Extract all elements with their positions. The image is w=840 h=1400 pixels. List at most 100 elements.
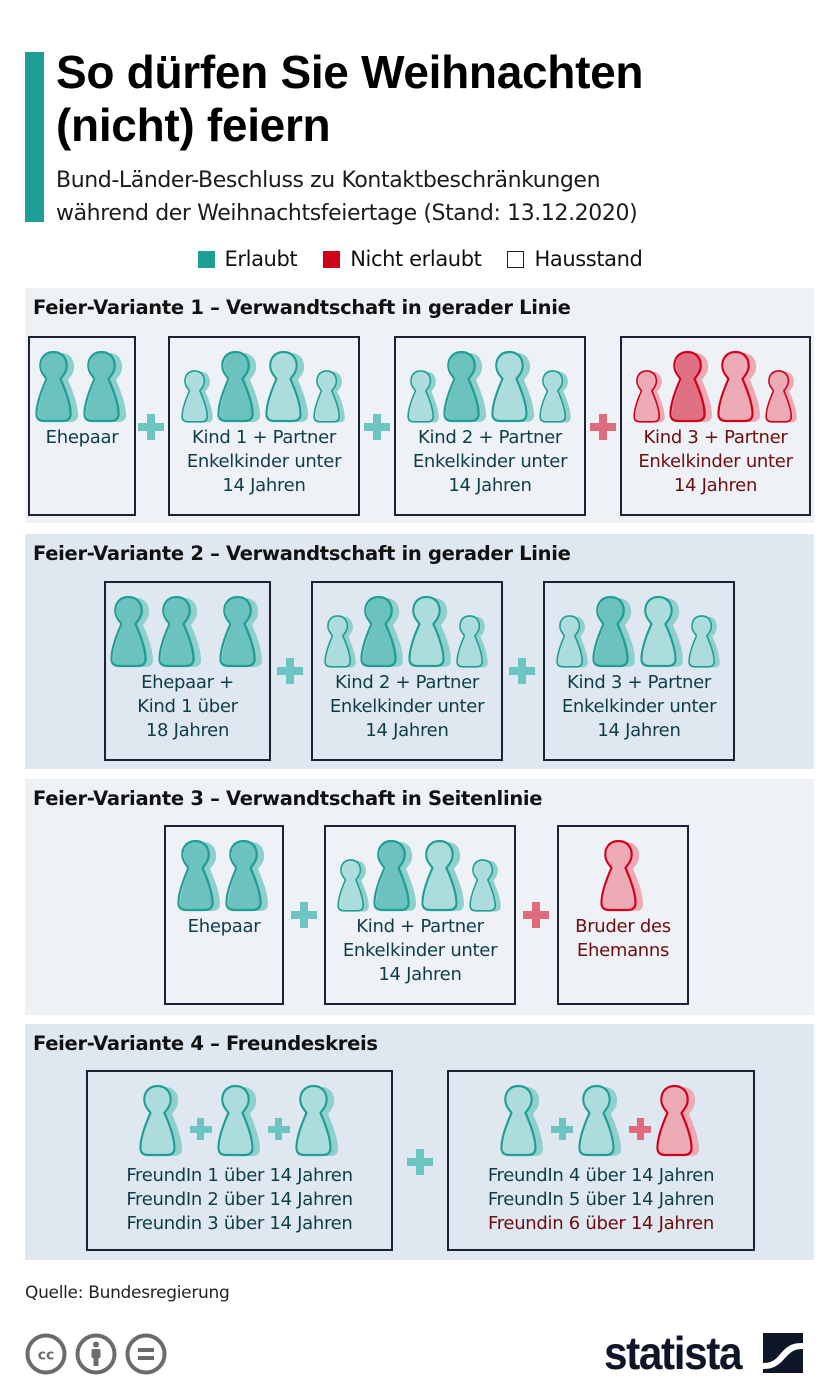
plus-icon	[267, 1118, 290, 1140]
household-label-line: Freundin 3 über 14 Jahren	[126, 1213, 353, 1234]
household-label-line: FreundIn 5 über 14 Jahren	[487, 1189, 715, 1210]
legend-item-allowed: Erlaubt	[197, 247, 298, 271]
person-allowed-icon	[407, 370, 439, 423]
variant-title: Feier-Variante 1 – Verwandtschaft in ger…	[33, 296, 571, 319]
person-allowed-icon	[456, 615, 488, 668]
person-allowed-icon	[324, 615, 356, 668]
pawn-group	[559, 837, 687, 913]
person-allowed-icon	[265, 350, 308, 423]
title-line-1: So dürfen Sie Weihnachten	[56, 46, 644, 98]
person-allowed-icon	[217, 350, 260, 423]
variant-title: Feier-Variante 3 – Verwandtschaft in Sei…	[33, 787, 543, 810]
statista-logo[interactable]: statista	[604, 1327, 804, 1379]
plus-icon	[291, 902, 317, 928]
person-allowed-icon	[35, 350, 78, 423]
household-label-line: Kind 1 über	[137, 696, 238, 717]
household-label-line: 18 Jahren	[145, 720, 230, 741]
household-label-line: 14 Jahren	[673, 475, 758, 496]
page-title: So dürfen Sie Weihnachten (nicht) feiern	[56, 46, 826, 152]
person-not-allowed-icon	[632, 370, 665, 423]
household-label-line: Kind 3 + Partner	[567, 672, 711, 693]
person-allowed-icon	[421, 839, 464, 912]
household-label-line: Bruder des	[575, 916, 671, 937]
household-box: Ehepaar	[164, 825, 284, 1005]
person-allowed-icon	[313, 370, 345, 423]
household-label-line: Ehepaar	[45, 427, 119, 448]
person-allowed-icon	[539, 370, 571, 423]
pawn-group	[166, 837, 282, 913]
household-label-line: FreundIn 4 über 14 Jahren	[487, 1165, 715, 1186]
svg-text:cc: cc	[38, 1348, 55, 1364]
person-not-allowed-icon	[656, 1084, 699, 1157]
person-allowed-icon	[177, 839, 220, 912]
plus-icon	[364, 414, 390, 440]
not-allowed-swatch	[323, 250, 341, 268]
person-allowed-icon	[294, 1084, 338, 1157]
plus-icon	[138, 414, 164, 440]
logo-text: statista	[604, 1327, 743, 1379]
person-allowed-icon	[181, 370, 213, 423]
household-box: Ehepaar + Kind 1 über 18 Jahren	[104, 581, 271, 761]
plus-icon	[551, 1118, 573, 1140]
person-not-allowed-icon	[764, 370, 797, 423]
subtitle-line-2: während der Weihnachtsfeiertage (Stand: …	[56, 201, 638, 226]
source-note: Quelle: Bundesregierung	[25, 1283, 230, 1303]
person-allowed-icon	[491, 350, 534, 423]
household-label-line: Enkelkinder unter	[561, 696, 717, 717]
person-allowed-icon	[408, 595, 451, 668]
variant-panel-2: Feier-Variante 2 – Verwandtschaft in ger…	[25, 534, 814, 769]
household-label: Ehepaar	[30, 426, 134, 450]
person-allowed-icon	[373, 839, 416, 912]
subtitle: Bund-Länder-Beschluss zu Kontaktbeschrän…	[56, 164, 826, 230]
subtitle-line-1: Bund-Länder-Beschluss zu Kontaktbeschrän…	[56, 168, 601, 193]
person-allowed-icon	[158, 595, 201, 668]
plus-icon	[629, 1118, 651, 1140]
person-not-allowed-icon	[716, 350, 760, 423]
accent-bar	[25, 52, 44, 222]
attribution-icon[interactable]	[75, 1333, 117, 1375]
household-label: Ehepaar	[166, 915, 282, 939]
household-label-line: Enkelkinder unter	[329, 696, 485, 717]
variant-panel-1: Feier-Variante 1 – Verwandtschaft in ger…	[25, 288, 814, 523]
title-line-2: (nicht) feiern	[56, 99, 331, 151]
variant-panel-3: Feier-Variante 3 – Verwandtschaft in Sei…	[25, 779, 814, 1015]
household-label-line: Enkelkinder unter	[186, 451, 342, 472]
person-allowed-icon	[688, 615, 720, 668]
allowed-swatch	[197, 250, 215, 268]
household-swatch	[507, 250, 525, 268]
no-derivatives-icon[interactable]	[125, 1333, 167, 1375]
pawn-group	[170, 348, 358, 424]
household-label-line: Enkelkinder unter	[638, 451, 793, 472]
cc-icon[interactable]: cc	[25, 1333, 67, 1375]
household-label-line: Freundin 6 über 14 Jahren	[487, 1213, 715, 1234]
pawn-group	[396, 348, 584, 424]
household-label-line: Kind 1 + Partner	[192, 427, 336, 448]
legend-label: Nicht erlaubt	[350, 247, 482, 271]
person-allowed-icon	[500, 1084, 543, 1157]
pawn-group	[88, 1082, 391, 1158]
legend-item-household: Hausstand	[507, 247, 643, 271]
person-allowed-icon	[225, 839, 268, 912]
pawn-group	[326, 837, 514, 913]
plus-icon	[277, 658, 303, 684]
household-label-line: 14 Jahren	[222, 475, 306, 496]
household-label-line: Kind + Partner	[356, 916, 484, 937]
household-label-line: Ehepaar +	[141, 672, 234, 693]
variant-title: Feier-Variante 4 – Freundeskreis	[33, 1032, 378, 1055]
household-label-line: Enkelkinder unter	[412, 451, 568, 472]
license-icons: cc	[25, 1333, 167, 1375]
pawn-group	[313, 593, 501, 669]
